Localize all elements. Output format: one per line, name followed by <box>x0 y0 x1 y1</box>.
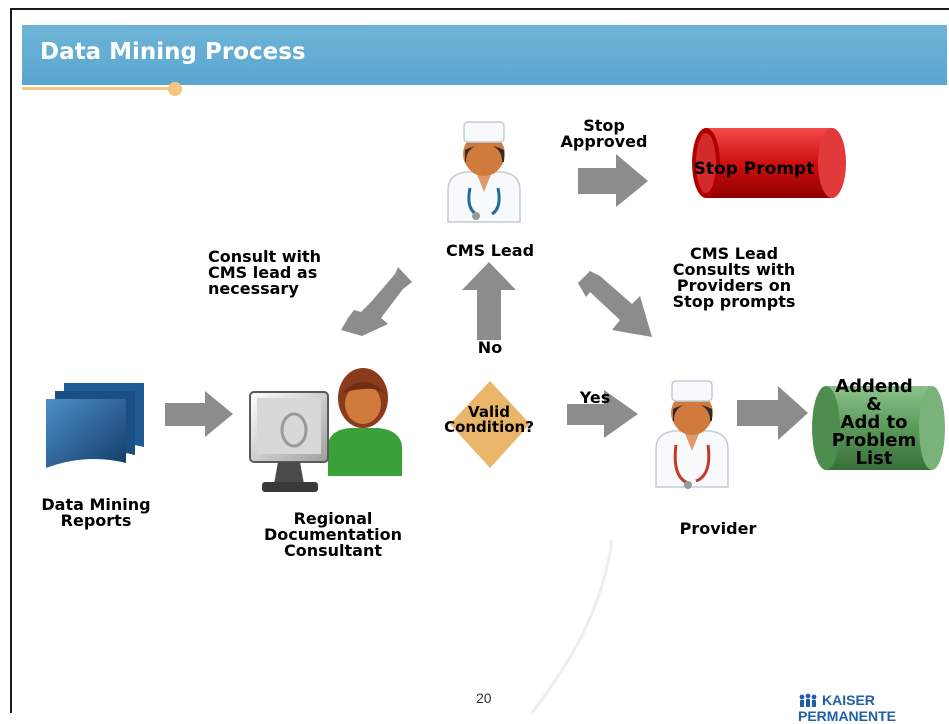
stop-prompt-label: Stop Prompt <box>693 159 815 179</box>
arrow-reports-to-rdc <box>165 391 233 437</box>
yes-label: Yes <box>579 388 611 407</box>
reports-label: Data Mining Reports <box>41 495 151 530</box>
arrow-to-addend <box>737 386 808 440</box>
doctor-icon <box>655 380 729 489</box>
logo-people-icon <box>799 693 817 707</box>
stop-prompt-node <box>692 128 846 198</box>
stop-approved-label: Stop Approved <box>560 116 648 151</box>
title-accent-line <box>22 87 172 90</box>
arrow-no-up <box>462 262 516 340</box>
flow-arrows <box>165 154 808 440</box>
title-bar: Data Mining Process <box>22 25 947 85</box>
addend-label: Addend & Add to Problem List <box>831 376 917 469</box>
page-number: 20 <box>476 690 492 706</box>
rdc-label: Regional Documentation Consultant <box>263 509 403 560</box>
kaiser-logo: KAISER PERMANENTE <box>798 692 949 724</box>
arrow-stop-approved <box>578 154 648 207</box>
title-accent-dot <box>168 82 182 96</box>
consultant-at-computer-icon <box>249 368 402 492</box>
decision-label: Valid Condition? <box>444 403 534 436</box>
provider-label: Provider <box>679 519 757 538</box>
no-label: No <box>477 338 503 357</box>
arrow-consult-bidirectional <box>341 267 412 336</box>
addend-node <box>812 386 945 470</box>
doctor-icon <box>447 121 521 223</box>
cms-consults-label: CMS Lead Consults with Providers on Stop… <box>672 244 796 311</box>
arrow-yes <box>567 390 638 438</box>
document-stack-icon <box>46 383 144 468</box>
slide-title: Data Mining Process <box>40 39 306 65</box>
arrow-cms-provider-bidirectional <box>578 271 652 337</box>
consult-cms-label: Consult with CMS lead as necessary <box>208 247 322 298</box>
decorative-swoosh <box>530 539 614 713</box>
decision-diamond <box>450 381 530 468</box>
cms-lead-label: CMS Lead <box>445 241 535 260</box>
